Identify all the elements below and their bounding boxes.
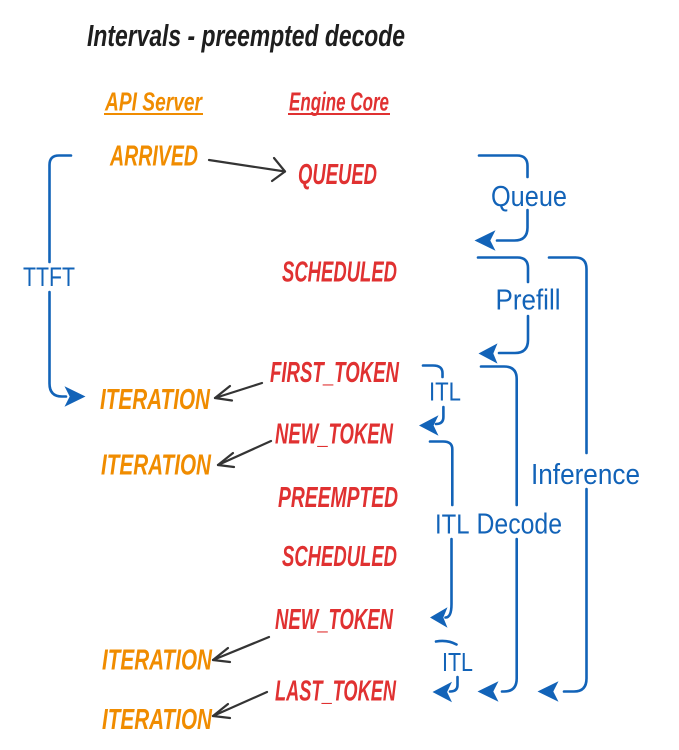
svg-text:ARRIVED: ARRIVED [109,141,198,173]
svg-text:QUEUED: QUEUED [298,159,377,191]
svg-text:ITL: ITL [442,647,473,677]
svg-text:Engine Core: Engine Core [289,87,389,117]
svg-text:Prefill: Prefill [496,285,561,317]
svg-text:ITL: ITL [429,377,461,407]
svg-text:TTFT: TTFT [23,262,75,292]
svg-text:SCHEDULED: SCHEDULED [282,257,397,289]
svg-text:SCHEDULED: SCHEDULED [282,541,397,573]
svg-text:Inference: Inference [531,459,640,491]
svg-text:PREEMPTED: PREEMPTED [278,482,398,514]
svg-text:NEW_TOKEN: NEW_TOKEN [275,604,394,636]
svg-text:Decode: Decode [477,509,563,541]
svg-text:LAST_TOKEN: LAST_TOKEN [275,676,397,708]
svg-text:NEW_TOKEN: NEW_TOKEN [275,419,394,451]
svg-text:ITERATION: ITERATION [102,645,213,677]
svg-text:Intervals - preempted decode: Intervals - preempted decode [87,18,405,53]
svg-text:ITERATION: ITERATION [101,450,212,482]
svg-text:ITERATION: ITERATION [100,384,211,416]
svg-text:FIRST_TOKEN: FIRST_TOKEN [270,357,400,389]
svg-text:Queue: Queue [491,181,567,213]
svg-text:ITERATION: ITERATION [102,704,213,736]
svg-text:API Server: API Server [104,87,203,117]
svg-text:ITL: ITL [435,509,470,540]
